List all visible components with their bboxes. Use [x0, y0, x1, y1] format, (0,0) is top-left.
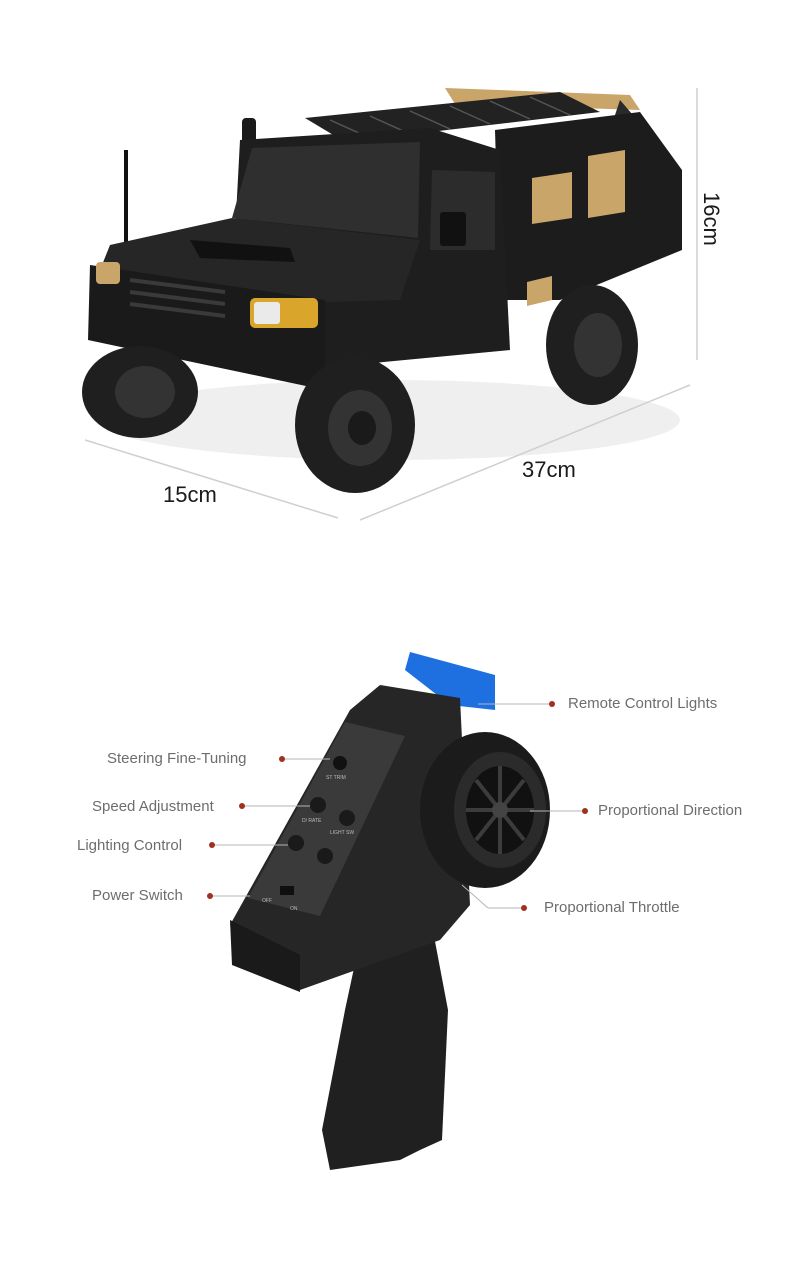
- remote-light: [405, 652, 495, 710]
- wheel-front-left: [82, 346, 198, 438]
- remote-grip: [322, 915, 448, 1170]
- remote-controller-section: ST TRIM D/ RATE LIGHT SW OFF ON Remote C…: [0, 560, 790, 1284]
- truck-dimensions-section: 15cm 37cm 16cm: [0, 0, 790, 560]
- callout-speed-adjustment: Speed Adjustment: [92, 798, 214, 815]
- panel-dr-rate: D/ RATE: [302, 818, 322, 824]
- callout-steering-fine-tuning: Steering Fine-Tuning: [107, 750, 247, 767]
- st-trim-knob[interactable]: [333, 756, 347, 770]
- dr-rate-button[interactable]: [339, 810, 355, 826]
- width-dimension-line: [84, 439, 339, 519]
- callout-remote-lights: Remote Control Lights: [568, 695, 718, 712]
- callout-lighting-control: Lighting Control: [77, 837, 183, 854]
- power-switch[interactable]: [280, 886, 294, 895]
- speed-button[interactable]: [310, 797, 326, 813]
- width-label: 15cm: [163, 482, 217, 507]
- light-sw-button[interactable]: [317, 848, 333, 864]
- roof-rack: [305, 92, 600, 142]
- wheel-rear-right: [546, 285, 638, 405]
- panel-light-sw: LIGHT SW: [330, 830, 355, 836]
- callout-power-switch: Power Switch: [92, 887, 183, 904]
- callout-proportional-direction: Proportional Direction: [598, 802, 743, 819]
- panel-off: OFF: [262, 898, 272, 904]
- side-panel-accent: [527, 276, 552, 306]
- lighting-button[interactable]: [288, 835, 304, 851]
- callout-proportional-throttle: Proportional Throttle: [544, 899, 680, 916]
- panel-on: ON: [290, 906, 298, 912]
- control-panel: [248, 722, 405, 916]
- length-label: 37cm: [522, 457, 576, 482]
- length-dimension-line: [359, 384, 691, 521]
- height-label: 16cm: [699, 192, 724, 246]
- bed-vent-right: [588, 150, 625, 218]
- headlight-left: [96, 262, 120, 284]
- hood-scoop: [190, 240, 295, 262]
- windshield: [232, 142, 420, 238]
- wheel-front-right: [295, 357, 415, 493]
- bed-vent-left: [532, 172, 572, 224]
- truck-illustration: [82, 88, 698, 521]
- side-mirror: [440, 212, 466, 246]
- steering-wheel[interactable]: [420, 732, 550, 888]
- front-bumper: [88, 265, 325, 390]
- panel-st-trim: ST TRIM: [326, 775, 346, 781]
- remote-illustration: [207, 652, 588, 1170]
